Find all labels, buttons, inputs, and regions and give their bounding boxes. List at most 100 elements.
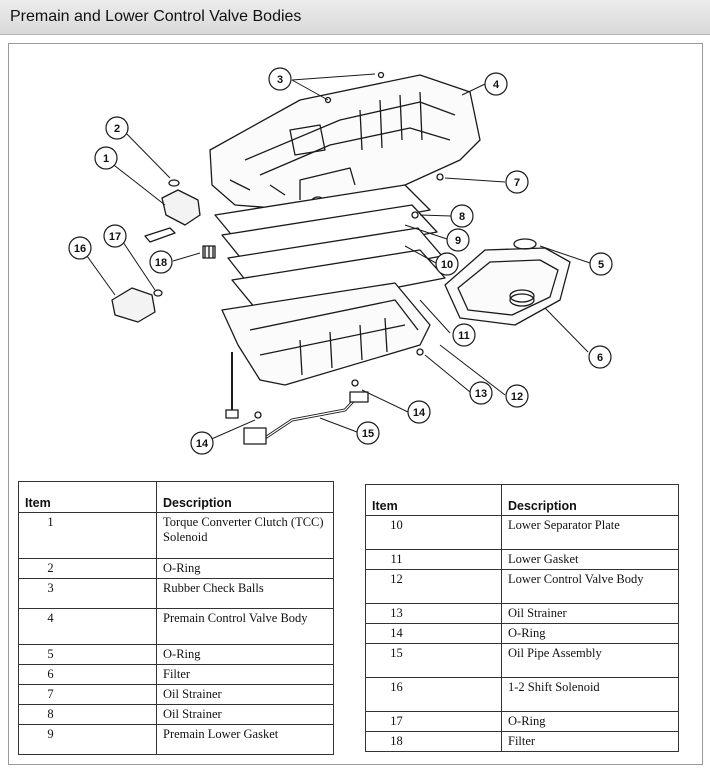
item-number: 5: [18, 644, 157, 665]
lower-valve-body: [221, 282, 431, 386]
callout-8: [450, 204, 474, 228]
column-header-description: Description: [156, 481, 334, 513]
callout-2: [105, 116, 129, 140]
callout-label: 8: [459, 211, 465, 223]
item-description: Oil Pipe Assembly: [501, 643, 679, 678]
callout-label: 9: [455, 235, 461, 247]
callout-label: 10: [441, 259, 453, 271]
callout-label: 4: [493, 79, 500, 91]
item-description: Oil Strainer: [501, 603, 679, 624]
callout-7: [505, 170, 529, 194]
item-number: 16: [365, 677, 502, 712]
callout-label: 17: [109, 231, 121, 243]
callout-label: 3: [277, 74, 283, 86]
callout-17: [103, 224, 127, 248]
callout-label: 11: [458, 330, 470, 342]
callout-18: [149, 250, 173, 274]
item-description: Filter: [156, 664, 334, 685]
callout-label: 15: [362, 428, 374, 440]
item-description: Rubber Check Balls: [156, 578, 334, 609]
item-number: 15: [365, 643, 502, 678]
callout-10: [435, 252, 459, 276]
item-description: 1-2 Shift Solenoid: [501, 677, 679, 712]
item-number: 13: [365, 603, 502, 624]
callout-label: 6: [597, 352, 603, 364]
item-number: 10: [365, 515, 502, 550]
callout-label: 12: [511, 391, 523, 403]
callout-label: 14: [196, 438, 209, 450]
column-header-item: Item: [18, 481, 157, 513]
callout-label: 18: [155, 257, 167, 269]
item-number: 17: [365, 711, 502, 732]
callout-label: 5: [598, 259, 604, 271]
item-number: 18: [365, 731, 502, 752]
item-number: 9: [18, 724, 157, 755]
callout-label: 7: [514, 177, 520, 189]
table-header-row: Item Description: [18, 481, 334, 513]
callout-11: [452, 323, 476, 347]
item-description: O-Ring: [156, 644, 334, 665]
item-description: Torque Converter Clutch (TCC) Solenoid: [156, 512, 334, 559]
item-description: Lower Gasket: [501, 549, 679, 570]
item-number: 1: [18, 512, 157, 559]
oil-pipe: [243, 391, 369, 445]
callout-15: [356, 421, 380, 445]
item-description: Oil Strainer: [156, 684, 334, 705]
callout-label: 14: [413, 407, 426, 419]
table-header-row: Item Description: [365, 484, 679, 516]
column-header-description: Description: [501, 484, 679, 516]
item-number: 11: [365, 549, 502, 570]
item-number: 7: [18, 684, 157, 705]
item-number: 14: [365, 623, 502, 644]
item-number: 4: [18, 608, 157, 645]
callout-label: 13: [475, 388, 487, 400]
item-number: 12: [365, 569, 502, 604]
item-description: Filter: [501, 731, 679, 752]
callout-label: 1: [103, 153, 109, 165]
item-description: Premain Control Valve Body: [156, 608, 334, 645]
callout-14a: [190, 431, 214, 455]
page-title: Premain and Lower Control Valve Bodies: [10, 8, 302, 25]
premain-valve-body: [209, 74, 481, 214]
item-description: Premain Lower Gasket: [156, 724, 334, 755]
callout-label: 16: [74, 243, 86, 255]
callout-16: [68, 236, 92, 260]
item-description: Lower Control Valve Body: [501, 569, 679, 604]
exploded-view-diagram: 3 4 2 1 7 8 9 10 17 16 18 5 11 6 13 12 1…: [68, 67, 613, 455]
callout-12: [505, 384, 529, 408]
callout-14b: [407, 400, 431, 424]
item-number: 8: [18, 704, 157, 725]
callout-4: [484, 72, 508, 96]
item-description: Oil Strainer: [156, 704, 334, 725]
title-bar: Premain and Lower Control Valve Bodies: [0, 0, 710, 35]
tcc-solenoid: [144, 179, 201, 243]
callout-1: [94, 146, 118, 170]
item-number: 3: [18, 578, 157, 609]
callout-9: [446, 228, 470, 252]
callout-13: [469, 381, 493, 405]
item-description: O-Ring: [156, 558, 334, 579]
callout-5: [589, 252, 613, 276]
callout-label: 2: [114, 123, 120, 135]
item-number: 6: [18, 664, 157, 685]
shift-solenoid: [111, 287, 156, 323]
callout-6: [588, 345, 612, 369]
